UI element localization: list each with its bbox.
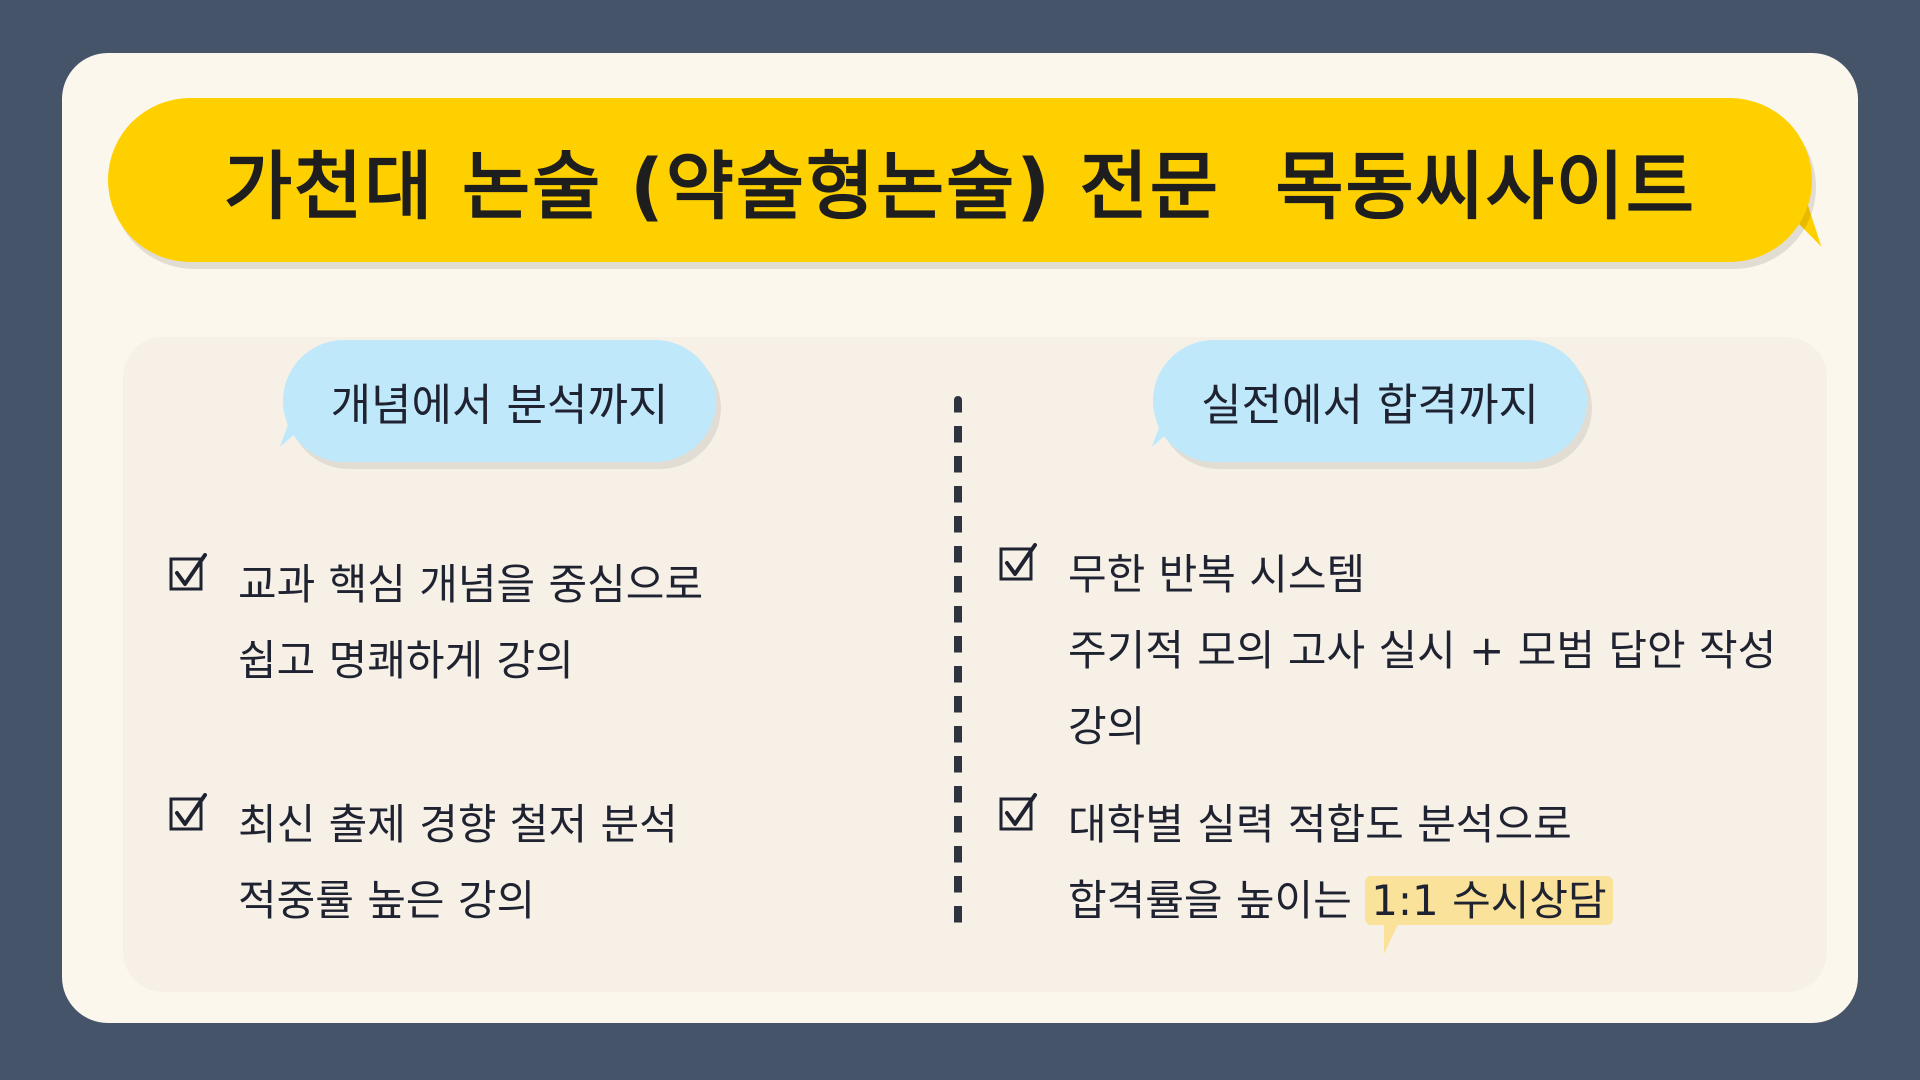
- list-item: 교과 핵심 개념을 중심으로 쉽고 명쾌하게 강의: [168, 547, 888, 699]
- left-section-header: 개념에서 분석까지: [283, 340, 716, 462]
- item-line: 최신 출제 경향 철저 분석: [238, 800, 678, 849]
- checkbox-check-icon: [169, 793, 207, 831]
- item-line: 합격률을 높이는 1:1 수시상담: [1068, 863, 1818, 939]
- checkbox-check-icon: [999, 793, 1037, 831]
- checkbox-check-icon: [169, 553, 207, 591]
- page-title: 가천대 논술 (약술형논술) 전문 목동씨사이트: [224, 143, 1696, 230]
- list-item: 무한 반복 시스템 주기적 모의 고사 실시 + 모범 답안 작성 강의: [998, 537, 1818, 765]
- item-line: 적중률 높은 강의: [238, 876, 536, 925]
- right-header-label: 실전에서 합격까지: [1201, 380, 1539, 431]
- right-section-header: 실전에서 합격까지: [1153, 340, 1587, 462]
- item-line-prefix: 합격률을 높이는: [1068, 876, 1366, 925]
- item-line: 주기적 모의 고사 실시 + 모범 답안 작성: [1068, 626, 1777, 675]
- left-header-label: 개념에서 분석까지: [330, 380, 669, 431]
- item-line: 대학별 실력 적합도 분석으로: [1068, 800, 1572, 849]
- item-line: 교과 핵심 개념을 중심으로: [238, 560, 704, 609]
- highlighted-text: 1:1 수시상담: [1365, 876, 1613, 925]
- list-item: 최신 출제 경향 철저 분석 적중률 높은 강의: [168, 787, 888, 939]
- item-line: 쉽고 명쾌하게 강의: [238, 636, 574, 685]
- list-item: 대학별 실력 적합도 분석으로 합격률을 높이는 1:1 수시상담: [998, 787, 1818, 939]
- highlight-tail: [1384, 920, 1400, 954]
- checkbox-check-icon: [999, 543, 1037, 581]
- title-banner: 가천대 논술 (약술형논술) 전문 목동씨사이트: [108, 98, 1812, 262]
- item-line: 강의: [1068, 702, 1146, 751]
- item-line: 무한 반복 시스템: [1068, 550, 1366, 599]
- dotted-divider: [954, 396, 962, 936]
